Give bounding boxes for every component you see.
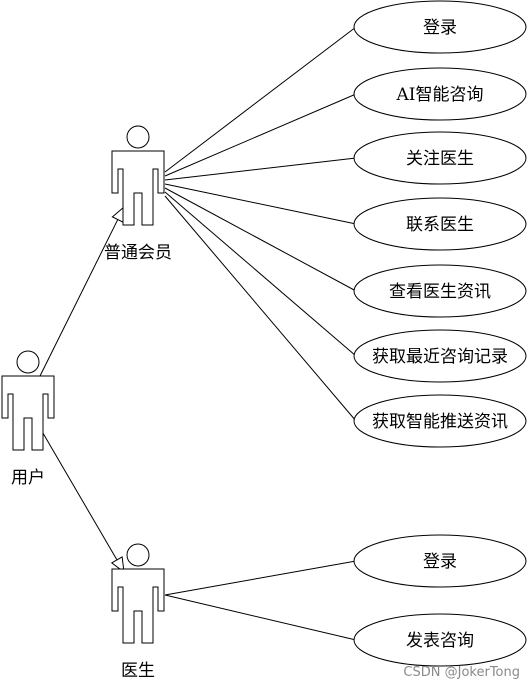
use-cases: 登录 AI智能咨询关注医生联系医生查看医生资讯获取最近咨询记录获取智能推送资讯登录…	[353, 0, 527, 667]
usecase-member-0-association	[164, 26, 357, 173]
usecase-member-4-label: 查看医生资讯	[389, 282, 491, 302]
usecase-member-4-association	[164, 187, 357, 292]
actor-doctor: 医生	[111, 543, 165, 681]
usecase-member-5-ellipse	[353, 329, 527, 383]
usecase-member-3-association	[164, 183, 357, 225]
actor-user-head	[16, 350, 40, 374]
usecase-member-6-ellipse	[353, 394, 527, 448]
usecase-doctor-1-label: 发表咨询	[406, 631, 474, 651]
watermark: CSDN @JokerTong	[403, 665, 520, 680]
usecase-member-5: 获取最近咨询记录	[353, 329, 527, 383]
usecase-member-0-ellipse	[353, 0, 527, 54]
usecase-doctor-1-association	[164, 594, 357, 641]
usecase-member-6-association	[164, 195, 357, 422]
usecase-member-3-label: 联系医生	[406, 215, 474, 235]
actor-doctor-label: 医生	[121, 661, 155, 681]
actor-member-body	[111, 150, 165, 226]
usecase-member-6-label: 获取智能推送资讯	[372, 412, 508, 432]
usecase-doctor-0-ellipse	[353, 534, 527, 588]
usecase-member-5-association	[164, 191, 357, 357]
usecase-doctor-0: 登录	[353, 534, 527, 588]
usecase-doctor-0-label: 登录	[423, 552, 457, 572]
generalization-member-arrowhead	[111, 205, 125, 223]
usecase-doctor-0-association	[164, 560, 357, 596]
usecase-member-4: 查看医生资讯	[353, 264, 527, 318]
actor-doctor-body	[111, 568, 165, 644]
generalization-doctor-arrowhead	[110, 556, 125, 574]
usecase-member-0: 登录	[353, 0, 527, 54]
actor-member-head	[126, 125, 150, 149]
usecase-member-1-label: AI智能咨询	[396, 85, 484, 105]
usecase-doctor-1-ellipse	[353, 613, 527, 667]
actor-member: 普通会员	[104, 125, 172, 263]
actor-user-body	[1, 375, 55, 451]
usecase-doctor-1: 发表咨询	[353, 613, 527, 667]
usecase-member-0-label: 登录	[423, 18, 457, 38]
usecase-member-2-label: 关注医生	[406, 149, 474, 169]
actor-user: 用户	[1, 350, 55, 488]
usecase-member-4-ellipse	[353, 264, 527, 318]
usecase-member-1-association	[164, 93, 357, 177]
usecase-member-1-ellipse	[353, 67, 527, 121]
generalization-doctor-line	[39, 427, 118, 561]
usecase-member-1: AI智能咨询	[353, 67, 527, 121]
association-lines	[39, 26, 357, 641]
usecase-member-2-association	[164, 157, 357, 181]
actor-member-label: 普通会员	[104, 243, 172, 263]
usecase-member-2-ellipse	[353, 131, 527, 185]
usecase-member-3-ellipse	[353, 197, 527, 251]
usecase-member-6: 获取智能推送资讯	[353, 394, 527, 448]
usecase-member-5-label: 获取最近咨询记录	[372, 347, 508, 367]
actor-doctor-head	[126, 543, 150, 567]
generalization-member-line	[39, 219, 119, 377]
usecase-member-3: 联系医生	[353, 197, 527, 251]
actor-user-label: 用户	[11, 468, 45, 488]
usecase-member-2: 关注医生	[353, 131, 527, 185]
